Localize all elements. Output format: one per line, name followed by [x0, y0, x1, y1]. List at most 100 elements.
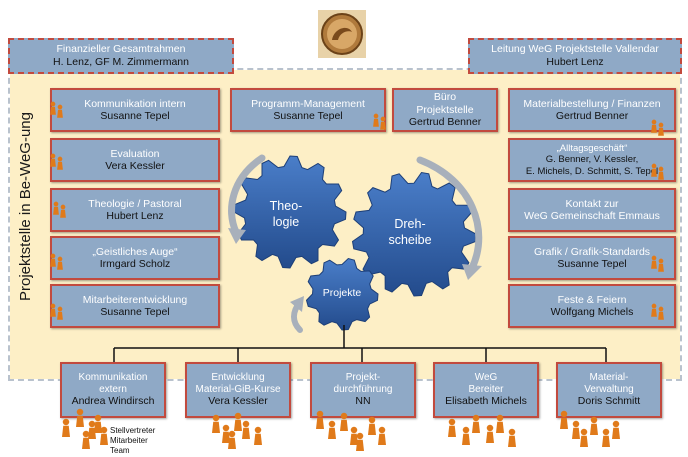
box-geistliches-auge: „Geistliches Auge“ Irmgard Scholz	[50, 236, 220, 280]
box-grafik: Grafik / Grafik-Standards Susanne Tepel	[508, 236, 676, 280]
figure-team-2-6	[356, 432, 364, 451]
box-name: Elisabeth Michels	[445, 395, 527, 408]
box-alltagsgeschaeft: „Alltagsgeschäft“ G. Benner, V. Kessler,…	[508, 138, 676, 182]
figure-team-2-3	[350, 426, 358, 445]
figure-team-1-0	[212, 414, 220, 433]
gear-label-drehscheibe-2: scheibe	[388, 233, 431, 247]
figure-team-2-5	[378, 426, 386, 445]
box-mitarbeiterentwicklung: Mitarbeiterentwicklung Susanne Tepel	[50, 284, 220, 328]
legend: Stellvertreter Mitarbeiter Team	[110, 426, 155, 456]
rotation-arrow-bottom-head	[290, 296, 304, 312]
box-name: Wolfgang Michels	[550, 306, 634, 318]
figure-pair-7-b	[658, 166, 664, 180]
header-leitung-title: Leitung WeG Projektstelle Vallendar	[491, 43, 659, 56]
figure-pair-9-b	[658, 306, 664, 320]
figure-team-2-4	[368, 416, 376, 435]
figure-team-0-0	[62, 418, 70, 437]
figure-pair-6-a	[651, 119, 657, 133]
box-materialbestellung: Materialbestellung / Finanzen Gertrud Be…	[508, 88, 676, 132]
figure-pair-8-b	[658, 258, 664, 272]
box-title: Kommunikation extern	[78, 372, 148, 395]
figure-team-3-4	[496, 414, 504, 433]
figure-team-2-1	[328, 420, 336, 439]
box-title: Material- Verwaltung	[584, 372, 634, 395]
box-name: Andrea Windirsch	[71, 395, 155, 408]
box-title: Grafik / Grafik-Standards	[533, 245, 651, 258]
box-title: Feste & Feiern	[557, 293, 627, 306]
figure-pair-3-a	[50, 253, 56, 267]
box-title: WeG Bereiter	[468, 372, 504, 395]
rotation-arrow-right	[416, 156, 483, 272]
figure-pair-9-a	[651, 303, 657, 317]
box-title: „Geistliches Auge“	[92, 245, 178, 258]
legend-stellvertreter: Stellvertreter	[110, 426, 156, 435]
figure-pair-4-b	[57, 306, 63, 320]
box-name: Susanne Tepel	[273, 110, 343, 122]
figure-pair-5-a	[373, 113, 379, 127]
box-kontakt: Kontakt zur WeG Gemeinschaft Emmaus	[508, 188, 676, 232]
box-name: G. Benner, V. Kessler, E. Michels, D. Sc…	[525, 154, 659, 177]
figure-team-0-5	[100, 426, 108, 445]
figure-team-4-5	[612, 420, 620, 439]
figure-pair-7-a	[651, 163, 657, 177]
rotation-arrow-left-head	[228, 228, 246, 244]
rotation-arrow-right-head	[462, 264, 482, 280]
box-title: Projekt- durchführung	[333, 372, 393, 395]
figure-pair-3-b	[57, 256, 63, 270]
box-evaluation: Evaluation Vera Kessler	[50, 138, 220, 182]
box-theologie-pastoral: Theologie / Pastoral Hubert Lenz	[50, 188, 220, 232]
box-title: „Alltagsgeschäft“	[556, 143, 628, 155]
figure-team-2-2	[340, 412, 348, 431]
gear-drehscheibe	[351, 171, 477, 297]
figure-team-3-3	[486, 424, 494, 443]
box-programm-management: Programm-Management Susanne Tepel	[230, 88, 386, 132]
box-feste-feiern: Feste & Feiern Wolfgang Michels	[508, 284, 676, 328]
gear-label-projekte: Projekte	[323, 287, 362, 299]
box-entwicklung-material: Entwicklung Material-GiB-Kurse Vera Kess…	[185, 362, 291, 418]
legend-team: Team	[110, 446, 130, 455]
figure-team-2-0	[316, 410, 324, 429]
figure-team-1-3	[242, 420, 250, 439]
figure-pair-8-a	[651, 255, 657, 269]
figure-team-1-2	[234, 412, 242, 431]
box-title: Theologie / Pastoral	[88, 197, 182, 210]
figure-team-1-1	[222, 424, 230, 443]
box-title: Evaluation	[110, 147, 160, 160]
box-material-verwaltung: Material- Verwaltung Doris Schmitt	[556, 362, 662, 418]
box-projektdurchfuehrung: Projekt- durchführung NN	[310, 362, 416, 418]
figure-team-0-3	[94, 414, 102, 433]
box-name: Vera Kessler	[208, 395, 268, 408]
gear-label-theologie-1: Theo-	[270, 199, 303, 213]
header-leitung-name: Hubert Lenz	[546, 56, 604, 68]
box-title: Kommunikation intern	[84, 97, 186, 110]
figure-pair-0-a	[50, 101, 56, 115]
box-buero: Büro Projektstelle Gertrud Benner	[392, 88, 498, 132]
box-title: Kontakt zur WeG Gemeinschaft Emmaus	[524, 197, 660, 222]
box-name: NN	[355, 395, 371, 408]
box-weg-bereiter: WeG Bereiter Elisabeth Michels	[433, 362, 539, 418]
figure-pair-1-b	[57, 156, 63, 170]
figure-team-4-1	[572, 420, 580, 439]
header-finance-title: Finanzieller Gesamtrahmen	[56, 43, 186, 56]
box-name: Gertrud Benner	[555, 110, 629, 122]
figure-pair-4-a	[50, 303, 56, 317]
figure-team-4-2	[580, 428, 588, 447]
box-name: Susanne Tepel	[100, 306, 170, 318]
figure-pair-0-b	[57, 104, 63, 118]
figure-team-3-2	[472, 414, 480, 433]
rotation-arrow-left	[228, 154, 266, 236]
figure-team-3-0	[448, 418, 456, 437]
gear-projekte	[305, 257, 379, 331]
box-title: Entwicklung Material-GiB-Kurse	[195, 372, 281, 395]
box-kommunikation-extern: Kommunikation extern Andrea Windirsch	[60, 362, 166, 418]
legend-mitarbeiter: Mitarbeiter	[110, 436, 148, 445]
box-name: Hubert Lenz	[106, 210, 164, 222]
box-title: Büro Projektstelle	[416, 91, 474, 116]
box-name: Susanne Tepel	[557, 258, 627, 270]
emmaus-logo-icon	[318, 10, 366, 58]
header-finance: Finanzieller Gesamtrahmen H. Lenz, GF M.…	[8, 38, 234, 74]
box-name: Gertrud Benner	[408, 116, 482, 129]
box-name: Doris Schmitt	[577, 395, 641, 408]
